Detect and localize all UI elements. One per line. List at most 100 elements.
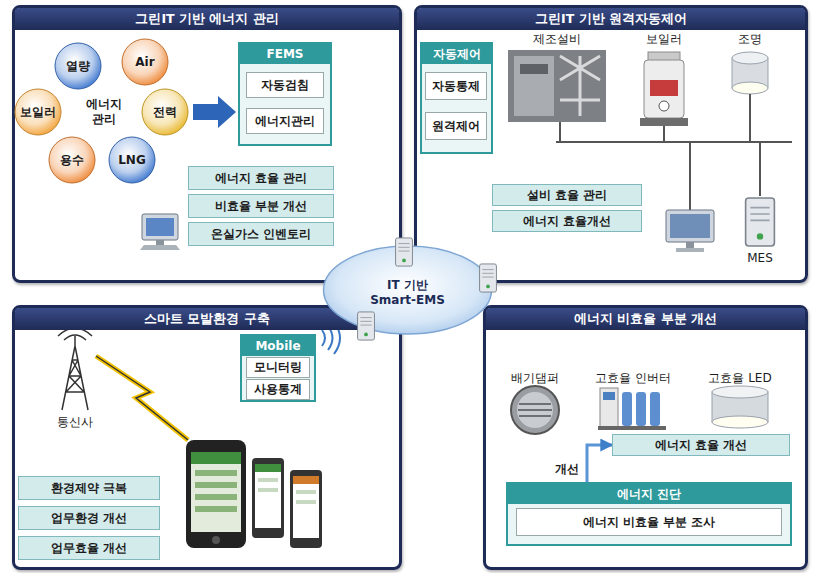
led-lamp-icon (712, 386, 768, 398)
module-title: 자동제어 (422, 44, 491, 64)
server-icon (396, 238, 413, 266)
circle-shape (109, 137, 155, 183)
box-label: 모니터링 (254, 360, 302, 375)
smartphone-screen-photo (258, 478, 278, 482)
energy-source-circle: 보일러 (14, 88, 62, 136)
smartphone-screen-photo (296, 500, 316, 504)
manufacturing-equipment-photo (520, 64, 548, 74)
inverter-pump-photo (622, 392, 632, 426)
energy-source-circle: 용수 (48, 136, 96, 184)
part-label: 고효율 인버터 (595, 371, 671, 386)
inverter-pump-photo (603, 392, 615, 400)
monitor-icon (686, 242, 694, 248)
function-box: 비효율 부분 개선 (188, 194, 334, 218)
function-box: 에너지 효율개선 (492, 210, 642, 232)
section-panel: 그린IT 기반 원격자동제어자동제어자동통제원격제어설비 효율 관리에너지 효율… (414, 5, 808, 283)
module-title: 에너지 진단 (508, 484, 790, 504)
smartphone-screen-photo (252, 458, 322, 548)
function-box: 업무환경 개선 (18, 506, 160, 530)
manufacturing-equipment-photo (514, 56, 554, 116)
energy-source-circle: Air (121, 38, 169, 86)
smartphone-screen-photo (255, 464, 281, 528)
energy-source-circle: 전력 (141, 88, 189, 136)
module-title: FEMS (240, 44, 330, 64)
function-box: 모니터링 (246, 357, 310, 378)
server-icon (358, 312, 375, 340)
box-label: 자동검침 (261, 78, 309, 93)
box-label: 설비 효율 관리 (527, 188, 607, 203)
box-label: 비효율 부분 개선 (215, 199, 307, 214)
circle-shape (49, 137, 95, 183)
monitor-icon (670, 214, 710, 238)
section-panel: 스마트 모발환경 구축Mobile모니터링사용통계환경제약 극복업무환경 개선업… (12, 305, 402, 570)
module-box: FEMS 자동검침에너지관리 (238, 42, 332, 146)
part-label: 고효율 LED (708, 371, 771, 386)
smartphone-screen-photo (290, 470, 322, 548)
inverter-pump-photo (598, 388, 666, 430)
smartphone-screen-photo (258, 488, 278, 492)
part-label: 배기댐퍼 (511, 371, 559, 386)
circle-shape (142, 89, 188, 135)
section-panel: 그린IT 기반 에너지 관리열량Air보일러전력용수LNGFEMS자동검침에너지… (12, 5, 402, 283)
smartphone-photo (186, 440, 246, 548)
function-box: 온실가스 인벤토리 (188, 222, 334, 246)
smartphone-photo (186, 440, 246, 548)
function-box: 에너지 비효율 부분 조사 (516, 508, 782, 536)
box-label: 업무효율 개선 (51, 541, 127, 556)
flow-arrow (193, 96, 236, 128)
circle-shape (122, 39, 168, 85)
telecom-tower-icon (58, 328, 92, 410)
circle-label: Air (135, 55, 154, 70)
computer-icon (140, 245, 180, 250)
inverter-pump-photo (650, 392, 660, 426)
boiler-photo (644, 60, 684, 118)
box-label: 업무환경 개선 (51, 511, 127, 526)
lamp-icon (732, 52, 768, 94)
circle-label: 보일러 (20, 105, 56, 120)
function-box: 업무효율 개선 (18, 536, 160, 560)
inverter-pump-photo (636, 392, 646, 426)
panel-title: 그린IT 기반 원격자동제어 (417, 8, 805, 30)
circle-shape (15, 89, 61, 135)
part-label: 제조설비 (533, 32, 581, 47)
monitor-icon (676, 248, 704, 252)
smartphone-photo (212, 536, 220, 544)
function-box: 사용통계 (246, 379, 310, 400)
connector-label: 개선 (553, 462, 581, 477)
server-icon (480, 264, 497, 292)
smartphone-photo (191, 452, 241, 532)
smartphone-screen-photo (296, 490, 316, 494)
smartphone-photo (195, 470, 237, 476)
radio-link-bolt (96, 356, 188, 440)
computer-icon (140, 214, 180, 250)
lamp-icon (732, 82, 768, 94)
monitor-icon (666, 210, 714, 252)
part-label: MES (747, 251, 773, 266)
part-label: 조명 (738, 32, 762, 47)
module-title: Mobile (242, 336, 314, 356)
smartphone-photo (195, 506, 237, 512)
part-label: 통신사 (57, 415, 93, 430)
function-box: 자동검침 (246, 72, 324, 98)
circle-label: 열량 (66, 59, 90, 74)
computer-icon (142, 214, 178, 240)
panel-title: 에너지 비효율 부분 개선 (486, 308, 805, 330)
led-lamp-icon (712, 416, 768, 428)
function-box: 에너지 효율 개선 (612, 434, 790, 456)
module-box: 에너지 진단에너지 비효율 부분 조사 (506, 482, 792, 546)
box-label: 에너지 효율 개선 (655, 438, 747, 453)
energy-source-circle: LNG (108, 136, 156, 184)
smartphone-screen-photo (293, 476, 319, 484)
function-box: 에너지 효율 관리 (188, 166, 334, 190)
function-box: 에너지관리 (246, 108, 324, 134)
boiler-photo (659, 101, 669, 111)
part-label: 에너지 관리 (82, 97, 126, 127)
box-label: 에너지관리 (255, 114, 315, 129)
part-label: 보일러 (646, 32, 682, 47)
monitor-icon (666, 210, 714, 242)
box-label: 환경제약 극복 (51, 481, 127, 496)
smartphone-photo (195, 494, 237, 500)
boiler-photo (650, 80, 678, 96)
box-label: 에너지 효율 관리 (215, 171, 307, 186)
